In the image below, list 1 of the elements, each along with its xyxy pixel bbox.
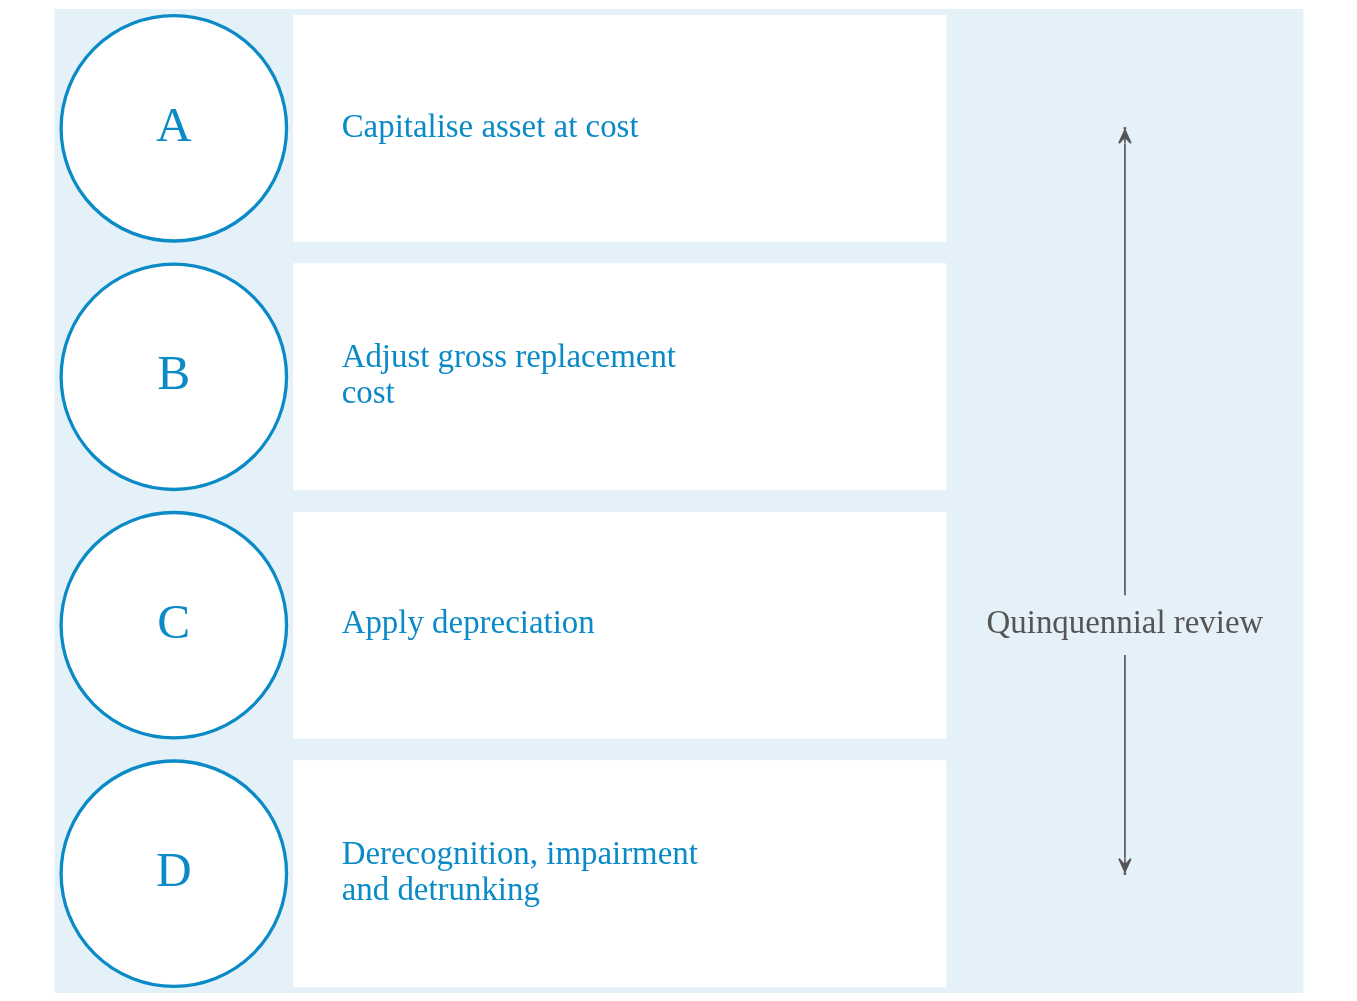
label: Quinquennial review bbox=[986, 603, 1263, 640]
